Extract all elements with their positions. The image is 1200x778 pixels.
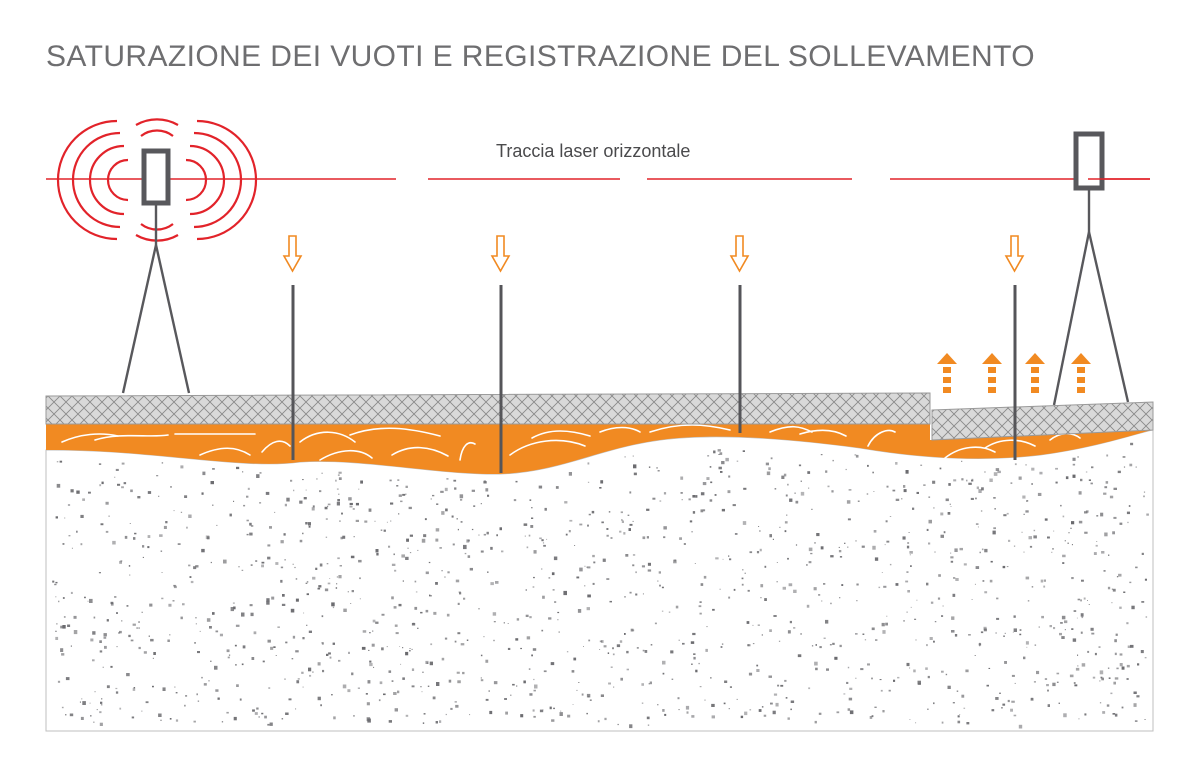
injection-point [1004,235,1025,460]
laser-receiver-icon [1073,131,1105,191]
injection-point [729,235,750,433]
up-arrow-icon [1025,353,1045,393]
laser-trace-label: Traccia laser orizzontale [496,141,691,161]
laser-transmitter [56,118,258,394]
floor-slab [45,392,931,425]
lift-arrows [937,353,1091,393]
down-arrow-icon [490,235,511,273]
diagram-title: SATURAZIONE DEI VUOTI E REGISTRAZIONE DE… [46,40,1035,73]
up-arrow-icon [1071,353,1091,393]
down-arrow-icon [1004,235,1025,273]
injection-point [490,235,511,473]
injection-points [282,235,1025,473]
resin-layer [46,424,1153,475]
down-arrow-icon [282,235,303,273]
resin-veins [61,424,1081,461]
down-arrow-icon [729,235,750,273]
laser-emitter-icon [56,118,258,242]
injection-point [282,235,303,460]
soil-speckles [52,442,1149,729]
up-arrow-icon [937,353,957,393]
up-arrow-icon [982,353,1002,393]
lifted-slab [931,401,1154,441]
laser-receiver [1052,131,1150,406]
